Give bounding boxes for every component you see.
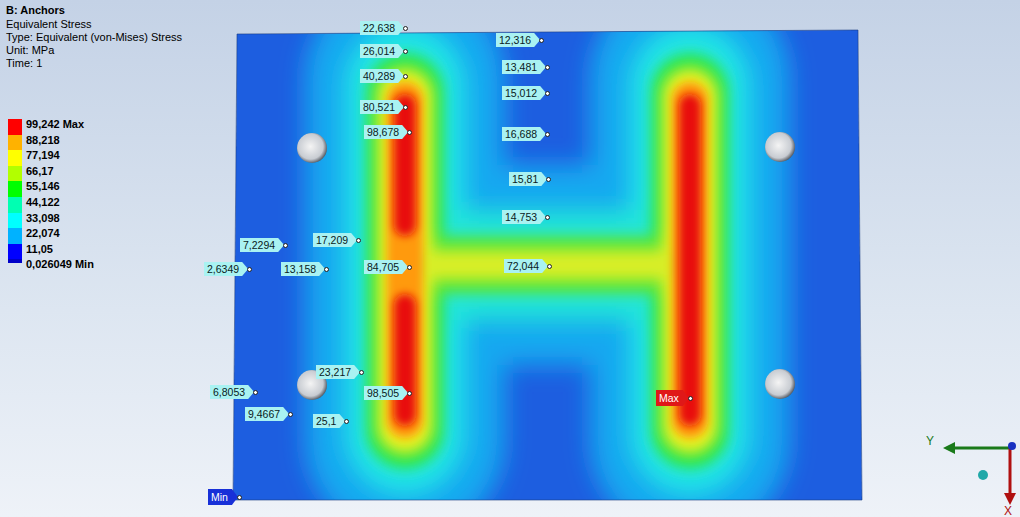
legend-swatch bbox=[8, 150, 22, 166]
legend-value: 66,17 bbox=[26, 165, 54, 178]
probe-tip bbox=[545, 215, 550, 220]
probe-value: 98,678 bbox=[364, 125, 408, 139]
legend-value: 33,098 bbox=[26, 212, 60, 225]
probe-value: 7,2294 bbox=[240, 238, 284, 252]
result-info: Type: Equivalent (von-Mises) Stress bbox=[6, 31, 182, 44]
probe-value: 72,044 bbox=[504, 259, 548, 273]
legend-value: 88,218 bbox=[26, 134, 60, 147]
probe-tip bbox=[403, 49, 408, 54]
probe-value: 98,505 bbox=[364, 386, 408, 400]
probe-value: 17,209 bbox=[313, 233, 357, 247]
probe-tip bbox=[407, 391, 412, 396]
bolt-holes bbox=[297, 132, 795, 400]
result-info: Unit: MPa bbox=[6, 44, 54, 57]
legend-swatch bbox=[8, 181, 22, 197]
probe-tip bbox=[359, 370, 364, 375]
legend-value: 55,146 bbox=[26, 180, 60, 193]
probe-value: 14,753 bbox=[502, 210, 546, 224]
probe-tip bbox=[288, 412, 293, 417]
legend-swatch bbox=[8, 244, 22, 260]
probe-tip bbox=[324, 267, 329, 272]
legend-value: 99,242 Max bbox=[26, 118, 84, 131]
probe-tip bbox=[283, 243, 288, 248]
legend-value: 22,074 bbox=[26, 227, 60, 240]
probe-value: 16,688 bbox=[502, 127, 546, 141]
probe-tip bbox=[356, 238, 361, 243]
probe-value: 15,81 bbox=[509, 172, 547, 186]
probe-value: 23,217 bbox=[316, 365, 360, 379]
plot-title: B: Anchors bbox=[6, 4, 65, 17]
probe-tip bbox=[545, 91, 550, 96]
probe-value: 12,316 bbox=[496, 33, 540, 47]
legend-swatch bbox=[8, 135, 22, 151]
probe-tip bbox=[247, 267, 252, 272]
legend-swatch bbox=[8, 228, 22, 244]
probe-value: 40,289 bbox=[360, 69, 404, 83]
legend-swatch bbox=[8, 119, 22, 135]
probe-tip bbox=[237, 495, 242, 500]
max-flag: Max bbox=[656, 390, 689, 406]
probe-tip bbox=[403, 26, 408, 31]
result-info: Equivalent Stress bbox=[6, 18, 92, 31]
probe-value: 6,8053 bbox=[210, 385, 254, 399]
probe-tip bbox=[253, 390, 258, 395]
axis-triad bbox=[943, 442, 1016, 505]
probe-tip bbox=[403, 74, 408, 79]
probe-value: 22,638 bbox=[360, 21, 404, 35]
legend-swatch bbox=[8, 259, 22, 263]
probe-tip bbox=[539, 38, 544, 43]
axis-letter: Y bbox=[926, 434, 934, 448]
axis-letter: X bbox=[1004, 504, 1012, 517]
legend-swatch bbox=[8, 166, 22, 182]
probe-value: 80,521 bbox=[360, 100, 404, 114]
legend-value: 0,026049 Min bbox=[26, 258, 94, 271]
result-info: Time: 1 bbox=[6, 57, 42, 70]
legend-value: 44,122 bbox=[26, 196, 60, 209]
probe-value: 15,012 bbox=[502, 86, 546, 100]
probe-value: 25,1 bbox=[313, 414, 345, 428]
legend-swatch bbox=[8, 213, 22, 229]
probe-value: 26,014 bbox=[360, 44, 404, 58]
probe-tip bbox=[407, 265, 412, 270]
legend-swatch bbox=[8, 197, 22, 213]
legend-value: 11,05 bbox=[26, 243, 53, 256]
probe-value: 13,158 bbox=[281, 262, 325, 276]
legend-value: 77,194 bbox=[26, 149, 60, 162]
probe-tip bbox=[407, 130, 412, 135]
probe-tip bbox=[545, 132, 550, 137]
probe-value: 84,705 bbox=[364, 260, 408, 274]
probe-value: 2,6349 bbox=[204, 262, 248, 276]
probe-tip bbox=[545, 65, 550, 70]
plate-contour bbox=[233, 30, 862, 500]
probe-value: 9,4667 bbox=[245, 407, 289, 421]
min-flag: Min bbox=[208, 489, 238, 505]
probe-value: 13,481 bbox=[502, 60, 546, 74]
probe-tip bbox=[403, 105, 408, 110]
probe-tip bbox=[547, 264, 552, 269]
probe-tip bbox=[546, 177, 551, 182]
probe-tip bbox=[688, 396, 693, 401]
